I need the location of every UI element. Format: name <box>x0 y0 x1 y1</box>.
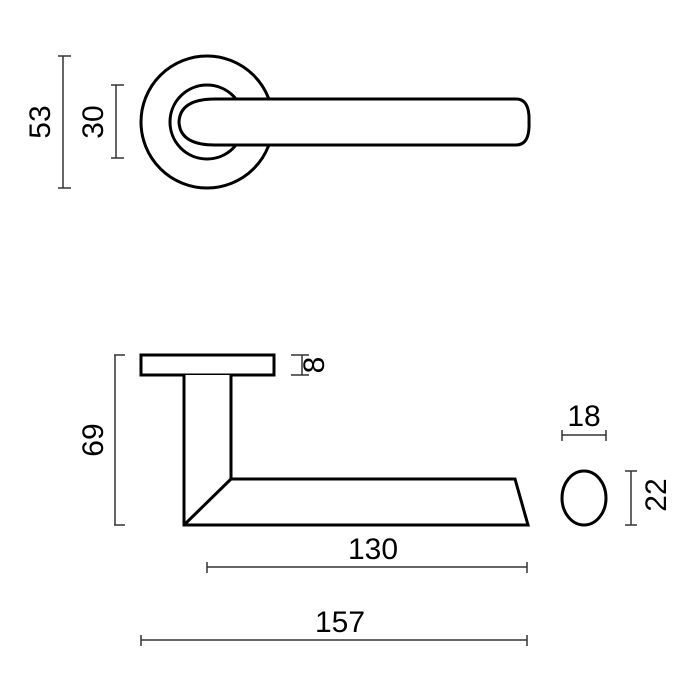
lever-bar-top <box>177 97 531 147</box>
top-view: 53 30 <box>24 54 531 190</box>
dim-22: 22 <box>625 470 673 526</box>
section-view: 18 22 <box>560 400 673 527</box>
dim-30: 30 <box>77 84 124 159</box>
side-view: 8 69 130 157 <box>77 353 530 646</box>
dim-30-label: 30 <box>77 105 110 138</box>
dim-8: 8 <box>291 354 331 376</box>
lever-profile <box>182 375 530 527</box>
rose-plate <box>139 353 276 377</box>
dim-53: 53 <box>24 55 71 189</box>
dim-22-label: 22 <box>640 478 673 511</box>
dim-69-label: 69 <box>77 423 110 456</box>
dim-130-label: 130 <box>348 533 398 566</box>
dim-130: 130 <box>206 533 528 573</box>
dim-53-label: 53 <box>24 105 57 138</box>
dim-18-label: 18 <box>567 400 600 433</box>
lever-cross-section <box>560 469 608 527</box>
dim-8-label: 8 <box>298 357 331 374</box>
dim-18: 18 <box>561 400 607 441</box>
dim-157-label: 157 <box>315 606 365 639</box>
dim-69: 69 <box>77 354 125 526</box>
dim-157: 157 <box>140 606 528 646</box>
bend-line <box>182 477 233 527</box>
